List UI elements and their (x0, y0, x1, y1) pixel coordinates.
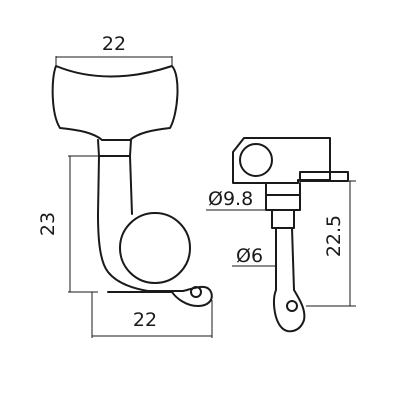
mounting-screw-hole (190, 286, 202, 298)
side-view-dimensions: Ø9.8 Ø6 22.5 (206, 180, 356, 307)
string-post-tab (299, 171, 349, 182)
post-length-label: 22.5 (323, 215, 345, 257)
side-housing (232, 137, 331, 184)
body-height-label: 23 (37, 212, 59, 236)
post-diameter-label: Ø6 (236, 245, 263, 267)
string-post (273, 227, 306, 333)
front-view-dimensions: 22 23 22 (37, 33, 213, 338)
gear-cover-circle (119, 212, 191, 284)
bushing-collar (271, 209, 295, 229)
button-neck (97, 139, 132, 157)
bottom-width-label: 22 (133, 309, 157, 331)
tuner-front-view (51, 65, 213, 307)
tuner-button-knob (51, 65, 179, 141)
top-width-label: 22 (102, 33, 126, 55)
bushing-diameter-label: Ø9.8 (208, 188, 253, 210)
side-knob-circle (239, 143, 273, 177)
bushing (265, 182, 301, 211)
string-hole (286, 300, 298, 312)
tuner-side-view (232, 137, 349, 333)
